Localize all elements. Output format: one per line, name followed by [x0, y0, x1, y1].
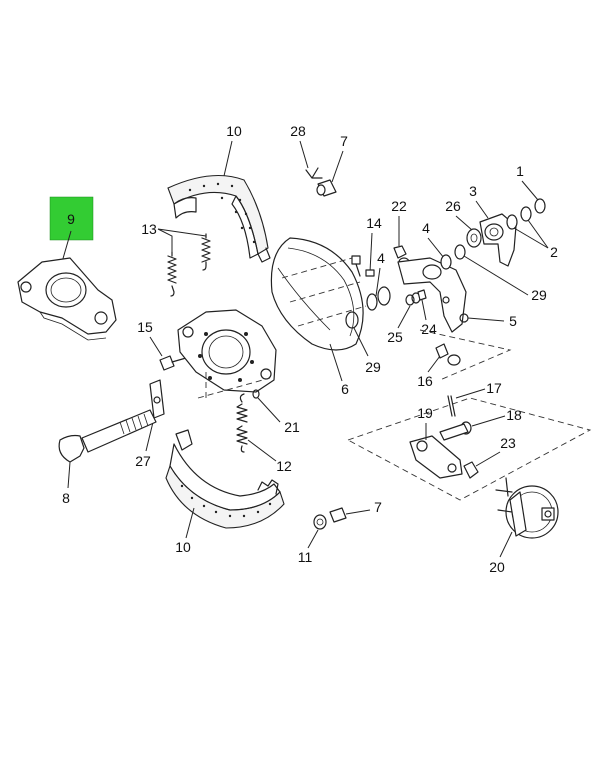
part-13-return-springs[interactable]: [167, 233, 211, 297]
callout-11: 11: [298, 549, 313, 565]
callout-13: 13: [141, 221, 157, 237]
part-10-lower-brake-shoe[interactable]: [165, 429, 285, 529]
part-2-washers[interactable]: [506, 206, 532, 230]
part-18-clevis-pin[interactable]: [439, 421, 472, 441]
callout-7-top: 7: [340, 133, 348, 149]
part-28-clip[interactable]: [305, 167, 323, 179]
callout-26: 26: [445, 198, 461, 214]
assembly-guide-lines: [197, 329, 592, 501]
callout-10-top: 10: [226, 123, 242, 139]
part-9-flange-plate[interactable]: [17, 257, 117, 341]
callout-22: 22: [391, 198, 407, 214]
part-7-bushing-top[interactable]: [316, 179, 337, 197]
part-7-bushing-bottom[interactable]: [329, 507, 347, 523]
callout-23: 23: [500, 435, 516, 451]
part-19-clevis-yoke[interactable]: [409, 435, 463, 479]
part-20-brake-chamber[interactable]: [495, 477, 559, 539]
callout-5: 5: [509, 313, 517, 329]
part-12-spring[interactable]: [236, 393, 248, 453]
part-6-backing-plate[interactable]: [270, 237, 367, 351]
part-15-bolt[interactable]: [159, 355, 187, 371]
callout-6: 6: [341, 381, 349, 397]
callout-27: 27: [135, 453, 151, 469]
part-4-spacer-right[interactable]: [440, 254, 452, 270]
part-26-washer[interactable]: [466, 228, 482, 248]
callout-20: 20: [489, 559, 505, 575]
part-23-jam-nut[interactable]: [463, 461, 479, 479]
part-25-washer[interactable]: [405, 292, 421, 306]
part-spider-mounting-plate[interactable]: [177, 309, 277, 393]
callout-25: 25: [387, 329, 403, 345]
callout-1: 1: [516, 163, 524, 179]
part-17-cotter-pin[interactable]: [447, 395, 456, 417]
callout-21: 21: [284, 419, 300, 435]
callout-14: 14: [366, 215, 382, 231]
callout-12: 12: [276, 458, 292, 474]
highlight-box-9[interactable]: [49, 196, 94, 241]
callout-24: 24: [421, 321, 437, 337]
part-21-anchor-pin[interactable]: [252, 389, 260, 399]
callout-10-bottom: 10: [175, 539, 191, 555]
callout-29-right: 29: [531, 287, 547, 303]
callout-29-left: 29: [365, 359, 381, 375]
callout-19: 19: [417, 405, 433, 421]
callout-4-left: 4: [377, 250, 385, 266]
part-29-seal-right[interactable]: [454, 244, 466, 260]
callout-18: 18: [506, 407, 522, 423]
part-1-snap-ring[interactable]: [534, 198, 546, 214]
callout-8: 8: [62, 490, 70, 506]
callout-3: 3: [469, 183, 477, 199]
callout-15: 15: [137, 319, 153, 335]
part-4-spacer-left[interactable]: [366, 286, 391, 311]
part-8-camshaft[interactable]: [58, 409, 157, 463]
callout-9: 9: [67, 211, 75, 227]
callout-2: 2: [550, 244, 558, 260]
callout-4-right: 4: [422, 220, 430, 236]
part-10-upper-brake-shoe[interactable]: [167, 175, 271, 263]
part-3-slack-adjuster[interactable]: [479, 213, 517, 267]
part-11-bushing[interactable]: [313, 514, 327, 530]
part-16-nut-washer[interactable]: [435, 343, 461, 366]
callout-28: 28: [290, 123, 306, 139]
part-24-bolt[interactable]: [417, 289, 427, 301]
part-27-lock-plate[interactable]: [149, 379, 165, 419]
callout-16: 16: [417, 373, 433, 389]
callout-17: 17: [486, 380, 502, 396]
part-14-bolt[interactable]: [351, 255, 361, 277]
part-29-seal-left[interactable]: [345, 311, 359, 329]
callout-7-bottom: 7: [374, 499, 382, 515]
